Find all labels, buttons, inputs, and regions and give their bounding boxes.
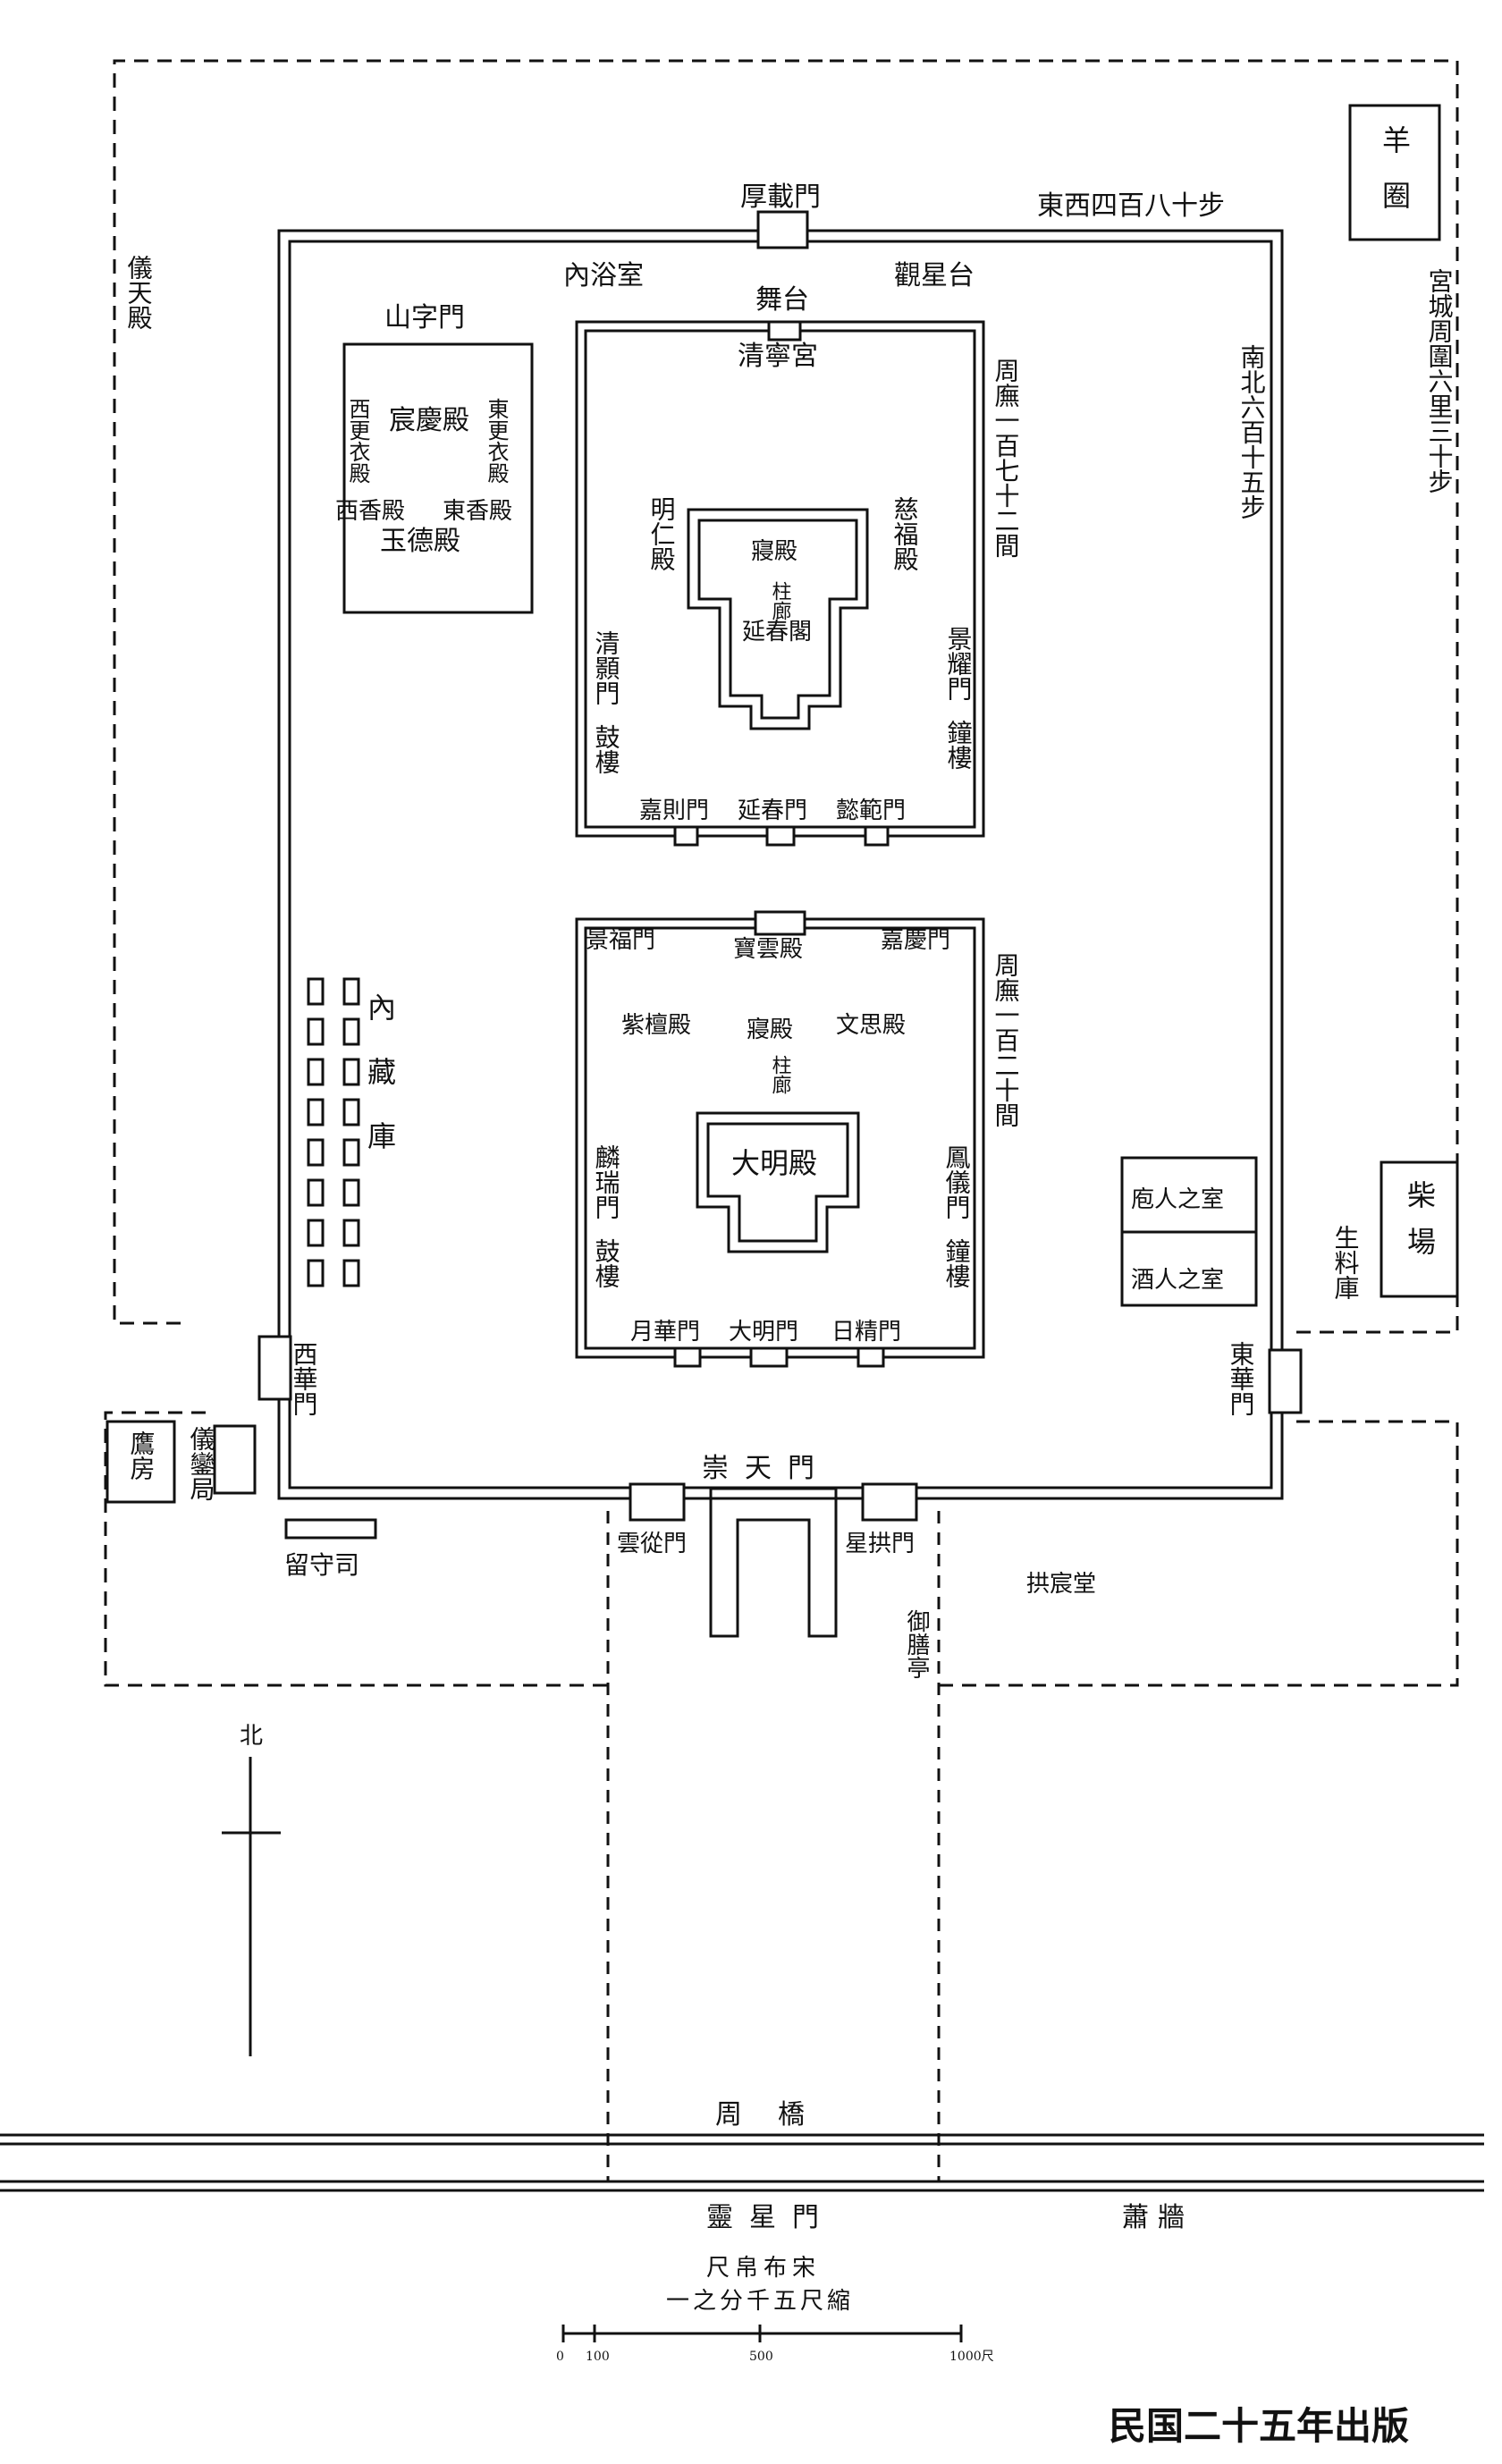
- north-gate-1: 嘉則門: [639, 797, 709, 824]
- sleep-hall-label: 宸慶殿: [389, 405, 469, 436]
- shan-gate-label: 山字門: [384, 302, 465, 333]
- north-main-hall: [687, 508, 869, 730]
- wensi-hall-label: 文思殿: [836, 1012, 906, 1039]
- scale-tick-1000: 1000尺: [949, 2350, 994, 2364]
- yuncong-label: 雲從門: [617, 1531, 687, 1557]
- falcon-label: 鷹房: [127, 1430, 156, 1481]
- scale-line1: 尺帛布宋: [706, 2255, 821, 2282]
- outer-gate-label: 靈星門: [706, 2202, 835, 2233]
- ns-distance-label: 南北六百十五步: [1237, 344, 1267, 519]
- materials-label: 生料庫: [1331, 1225, 1361, 1300]
- north-rear-label: 寢殿: [751, 538, 797, 565]
- north-side-text: 周廡一百七十二間: [991, 358, 1021, 558]
- south-gate-3: 日精門: [831, 1319, 901, 1346]
- jingfu-gate-label: 景福門: [586, 927, 655, 954]
- north-gate-2: 延春門: [738, 797, 807, 824]
- outer-dashed-boundary: [104, 59, 1459, 1687]
- north-drum-label: 鼓樓: [592, 724, 621, 774]
- south-drum-label: 鼓樓: [592, 1238, 621, 1288]
- dance-platform-label: 舞台: [755, 284, 809, 316]
- north-gate-label: 厚載門: [740, 181, 821, 213]
- linrui-label: 麟瑞門: [592, 1144, 621, 1219]
- cifu-label: 慈福殿: [890, 496, 920, 571]
- star-platform-label: 觀星台: [894, 260, 975, 291]
- south-gate-1: 月華門: [630, 1319, 700, 1346]
- barn-label: 庖人之室: [1131, 1186, 1224, 1213]
- east-robe-label: 東更衣殿: [484, 398, 509, 484]
- firewood-label: 柴場: [1403, 1180, 1437, 1273]
- gongchen-label: 拱宸堂: [1026, 1571, 1096, 1598]
- wall-label: 蕭牆: [1122, 2202, 1194, 2233]
- bridge-label: 周橋: [715, 2099, 840, 2131]
- west-incense-label: 西香殿: [335, 498, 405, 525]
- south-gate-2: 大明門: [729, 1319, 798, 1346]
- perimeter-label: 宮城周圍六里三十步: [1425, 268, 1455, 494]
- fengyi-label: 鳳儀門: [942, 1144, 972, 1219]
- scale-tick-0: 0: [556, 2350, 564, 2364]
- qingning-palace-label: 清寧宮: [738, 341, 818, 372]
- south-main-hall: [696, 1111, 860, 1253]
- north-gate-3: 懿範門: [836, 797, 906, 824]
- jingyao-label: 景耀門: [944, 626, 974, 701]
- scale-line2: 一之分千五尺縮: [666, 2288, 854, 2315]
- sheep-label: 羊圈: [1378, 125, 1412, 236]
- zitan-hall-label: 紫檀殿: [621, 1012, 691, 1039]
- qinghao-label: 清顥門: [592, 630, 621, 705]
- south-corridor-label: 柱廊: [769, 1055, 792, 1094]
- ew-distance-label: 東西四百八十步: [1037, 190, 1225, 222]
- footer-label: 民国二十五年出版: [1109, 2404, 1409, 2448]
- bath-label: 內浴室: [563, 260, 644, 291]
- mingren-label: 明仁殿: [647, 496, 677, 571]
- east-incense-label: 東香殿: [443, 498, 512, 525]
- south-complex-wall: [575, 917, 985, 1359]
- north-arrow-label: 北: [240, 1723, 263, 1750]
- wine-label: 酒人之室: [1131, 1267, 1224, 1294]
- east-gate-label: 東華門: [1227, 1341, 1256, 1416]
- north-main-label: 延春閣: [742, 619, 812, 646]
- scale-tick-500: 500: [749, 2350, 773, 2364]
- baoyun-hall-label: 寶雲殿: [733, 936, 803, 963]
- chongtian-gate: [709, 1487, 838, 1638]
- jade-hall-label: 玉德殿: [380, 526, 460, 557]
- yude-hall-compound: [342, 342, 534, 614]
- north-bell-label: 鐘樓: [944, 720, 974, 770]
- treasury-buildings: [307, 977, 360, 1287]
- south-bell-label: 鐘樓: [942, 1238, 972, 1288]
- south-side-text: 周廡一百二十間: [991, 952, 1021, 1127]
- west-robe-label: 西更衣殿: [345, 398, 370, 484]
- guard-label: 留守司: [284, 1550, 359, 1580]
- treasury-label: 內藏庫: [363, 992, 397, 1186]
- south-rear-label: 寢殿: [747, 1017, 793, 1043]
- north-complex-wall: [575, 320, 985, 838]
- kitchen-label: 御膳亭: [903, 1609, 930, 1679]
- daming-hall-label: 大明殿: [731, 1146, 817, 1180]
- xinggong-label: 星拱門: [845, 1531, 915, 1557]
- scale-tick-100: 100: [586, 2350, 610, 2364]
- insignia-label: 儀鑾局: [187, 1426, 216, 1501]
- jiaqing-gate-label: 嘉慶門: [881, 927, 950, 954]
- north-corridor-label: 柱廊: [769, 581, 792, 620]
- yitian-label: 儀天殿: [124, 255, 154, 330]
- chongtian-label: 崇天門: [702, 1453, 831, 1484]
- west-gate-label: 西華門: [290, 1341, 319, 1416]
